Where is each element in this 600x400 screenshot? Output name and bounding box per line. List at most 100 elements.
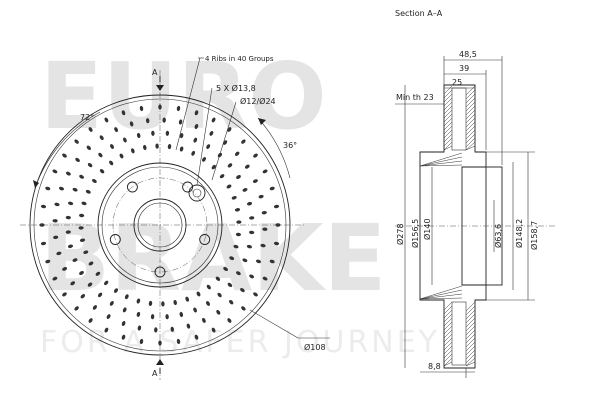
vent-hole [39, 223, 45, 227]
vent-hole [45, 186, 51, 191]
vent-hole [255, 259, 262, 264]
vent-hole [113, 288, 119, 293]
hatch-line [465, 305, 476, 316]
dia-158-7-label: Ø158,7 [529, 221, 539, 250]
vent-hole [87, 162, 93, 168]
vent-hole [249, 230, 255, 235]
hatch-line [443, 357, 453, 367]
angle-right-label: 36° [283, 141, 297, 150]
vent-hole [178, 119, 183, 125]
vent-hole [130, 148, 135, 154]
vent-hole [173, 299, 177, 306]
vent-hole [67, 244, 74, 249]
hatch-line [443, 337, 453, 347]
vent-hole [52, 169, 58, 174]
angle-arc-left [34, 111, 101, 189]
hatch-line [443, 101, 453, 111]
vent-hole [185, 296, 190, 302]
dim-bottom-label: 8,8 [428, 362, 441, 371]
hatch-line [443, 317, 453, 327]
section-view: Section A–A 48,5 39 25 Min th 23 [395, 9, 555, 378]
locating-hole-inner [192, 188, 202, 198]
vent-hole [122, 307, 127, 313]
watermark-brand-line2: BRAKE [40, 205, 386, 312]
hatch-line [465, 85, 476, 96]
hatch-line [465, 333, 476, 344]
vent-hole [40, 241, 47, 246]
disc-outer-chamfer [33, 98, 287, 352]
hatch-line [443, 361, 453, 367]
vent-hole [139, 338, 144, 345]
vent-hole [258, 194, 264, 199]
vent-hole [68, 201, 74, 206]
hatch-line [465, 321, 476, 332]
hatch-line [443, 125, 453, 135]
vent-hole [223, 266, 228, 272]
holes-note: 5 X Ø13,8 [216, 83, 256, 93]
hatch-line [443, 333, 453, 343]
vent-hole [129, 121, 134, 127]
hatch-line [465, 317, 476, 328]
vent-hole [206, 144, 211, 149]
vent-hole [179, 133, 184, 139]
vent-hole [62, 153, 67, 158]
vent-hole [99, 135, 104, 141]
vent-hole [219, 174, 225, 179]
section-title: Section A–A [395, 9, 443, 18]
vent-hole [227, 127, 232, 132]
vent-hole [92, 305, 97, 310]
min-thickness-label: Min th 23 [396, 93, 434, 102]
hatch-line [443, 329, 453, 339]
hatch-line [443, 141, 453, 151]
holes-leader [196, 87, 213, 186]
vent-hole [95, 271, 101, 276]
vent-hole [85, 189, 91, 194]
section-hatching [419, 85, 476, 367]
dim-25-label: 25 [452, 78, 462, 87]
vent-hole [215, 276, 221, 281]
vent-hole [81, 201, 87, 206]
vent-hole [56, 251, 62, 256]
bolt-hole [109, 234, 121, 245]
vent-hole [139, 105, 144, 112]
vent-hole [65, 215, 71, 220]
vent-hole [104, 117, 109, 123]
vent-hole [72, 187, 78, 192]
vent-hole [110, 144, 114, 149]
vent-hole [249, 274, 255, 279]
hatch-line [465, 353, 476, 364]
hatch-line [465, 361, 476, 367]
vent-hole [236, 175, 241, 179]
vent-hole [234, 208, 241, 212]
vent-hole [143, 144, 147, 151]
vent-hole [253, 292, 258, 297]
vent-hole [262, 169, 268, 174]
vent-hole [269, 186, 275, 191]
hatch-line [443, 137, 453, 147]
vent-hole [162, 117, 166, 123]
vent-hole [262, 227, 268, 231]
vent-hole [170, 326, 175, 332]
vent-hole [87, 282, 93, 287]
vent-hole [136, 298, 141, 304]
hat-inner-edge [101, 166, 219, 284]
hatch-line [419, 297, 463, 300]
vent-hole [52, 219, 58, 223]
vent-hole [253, 153, 258, 158]
vent-hole [244, 164, 250, 169]
locating-hole-outer [188, 184, 206, 202]
hatch-line [443, 117, 453, 127]
hatch-line [443, 325, 453, 335]
vent-hole [249, 216, 255, 220]
vent-hole [242, 188, 248, 192]
hatch-line [465, 141, 476, 151]
vent-hole [58, 186, 65, 191]
vent-hole [194, 123, 199, 130]
vent-hole [196, 291, 201, 297]
vent-channel-bottom [451, 301, 467, 366]
vent-hole [124, 294, 129, 300]
vent-hole [79, 174, 84, 179]
dia-278-label: Ø278 [395, 223, 405, 245]
hatch-line [443, 129, 453, 139]
vent-hole [150, 314, 155, 320]
